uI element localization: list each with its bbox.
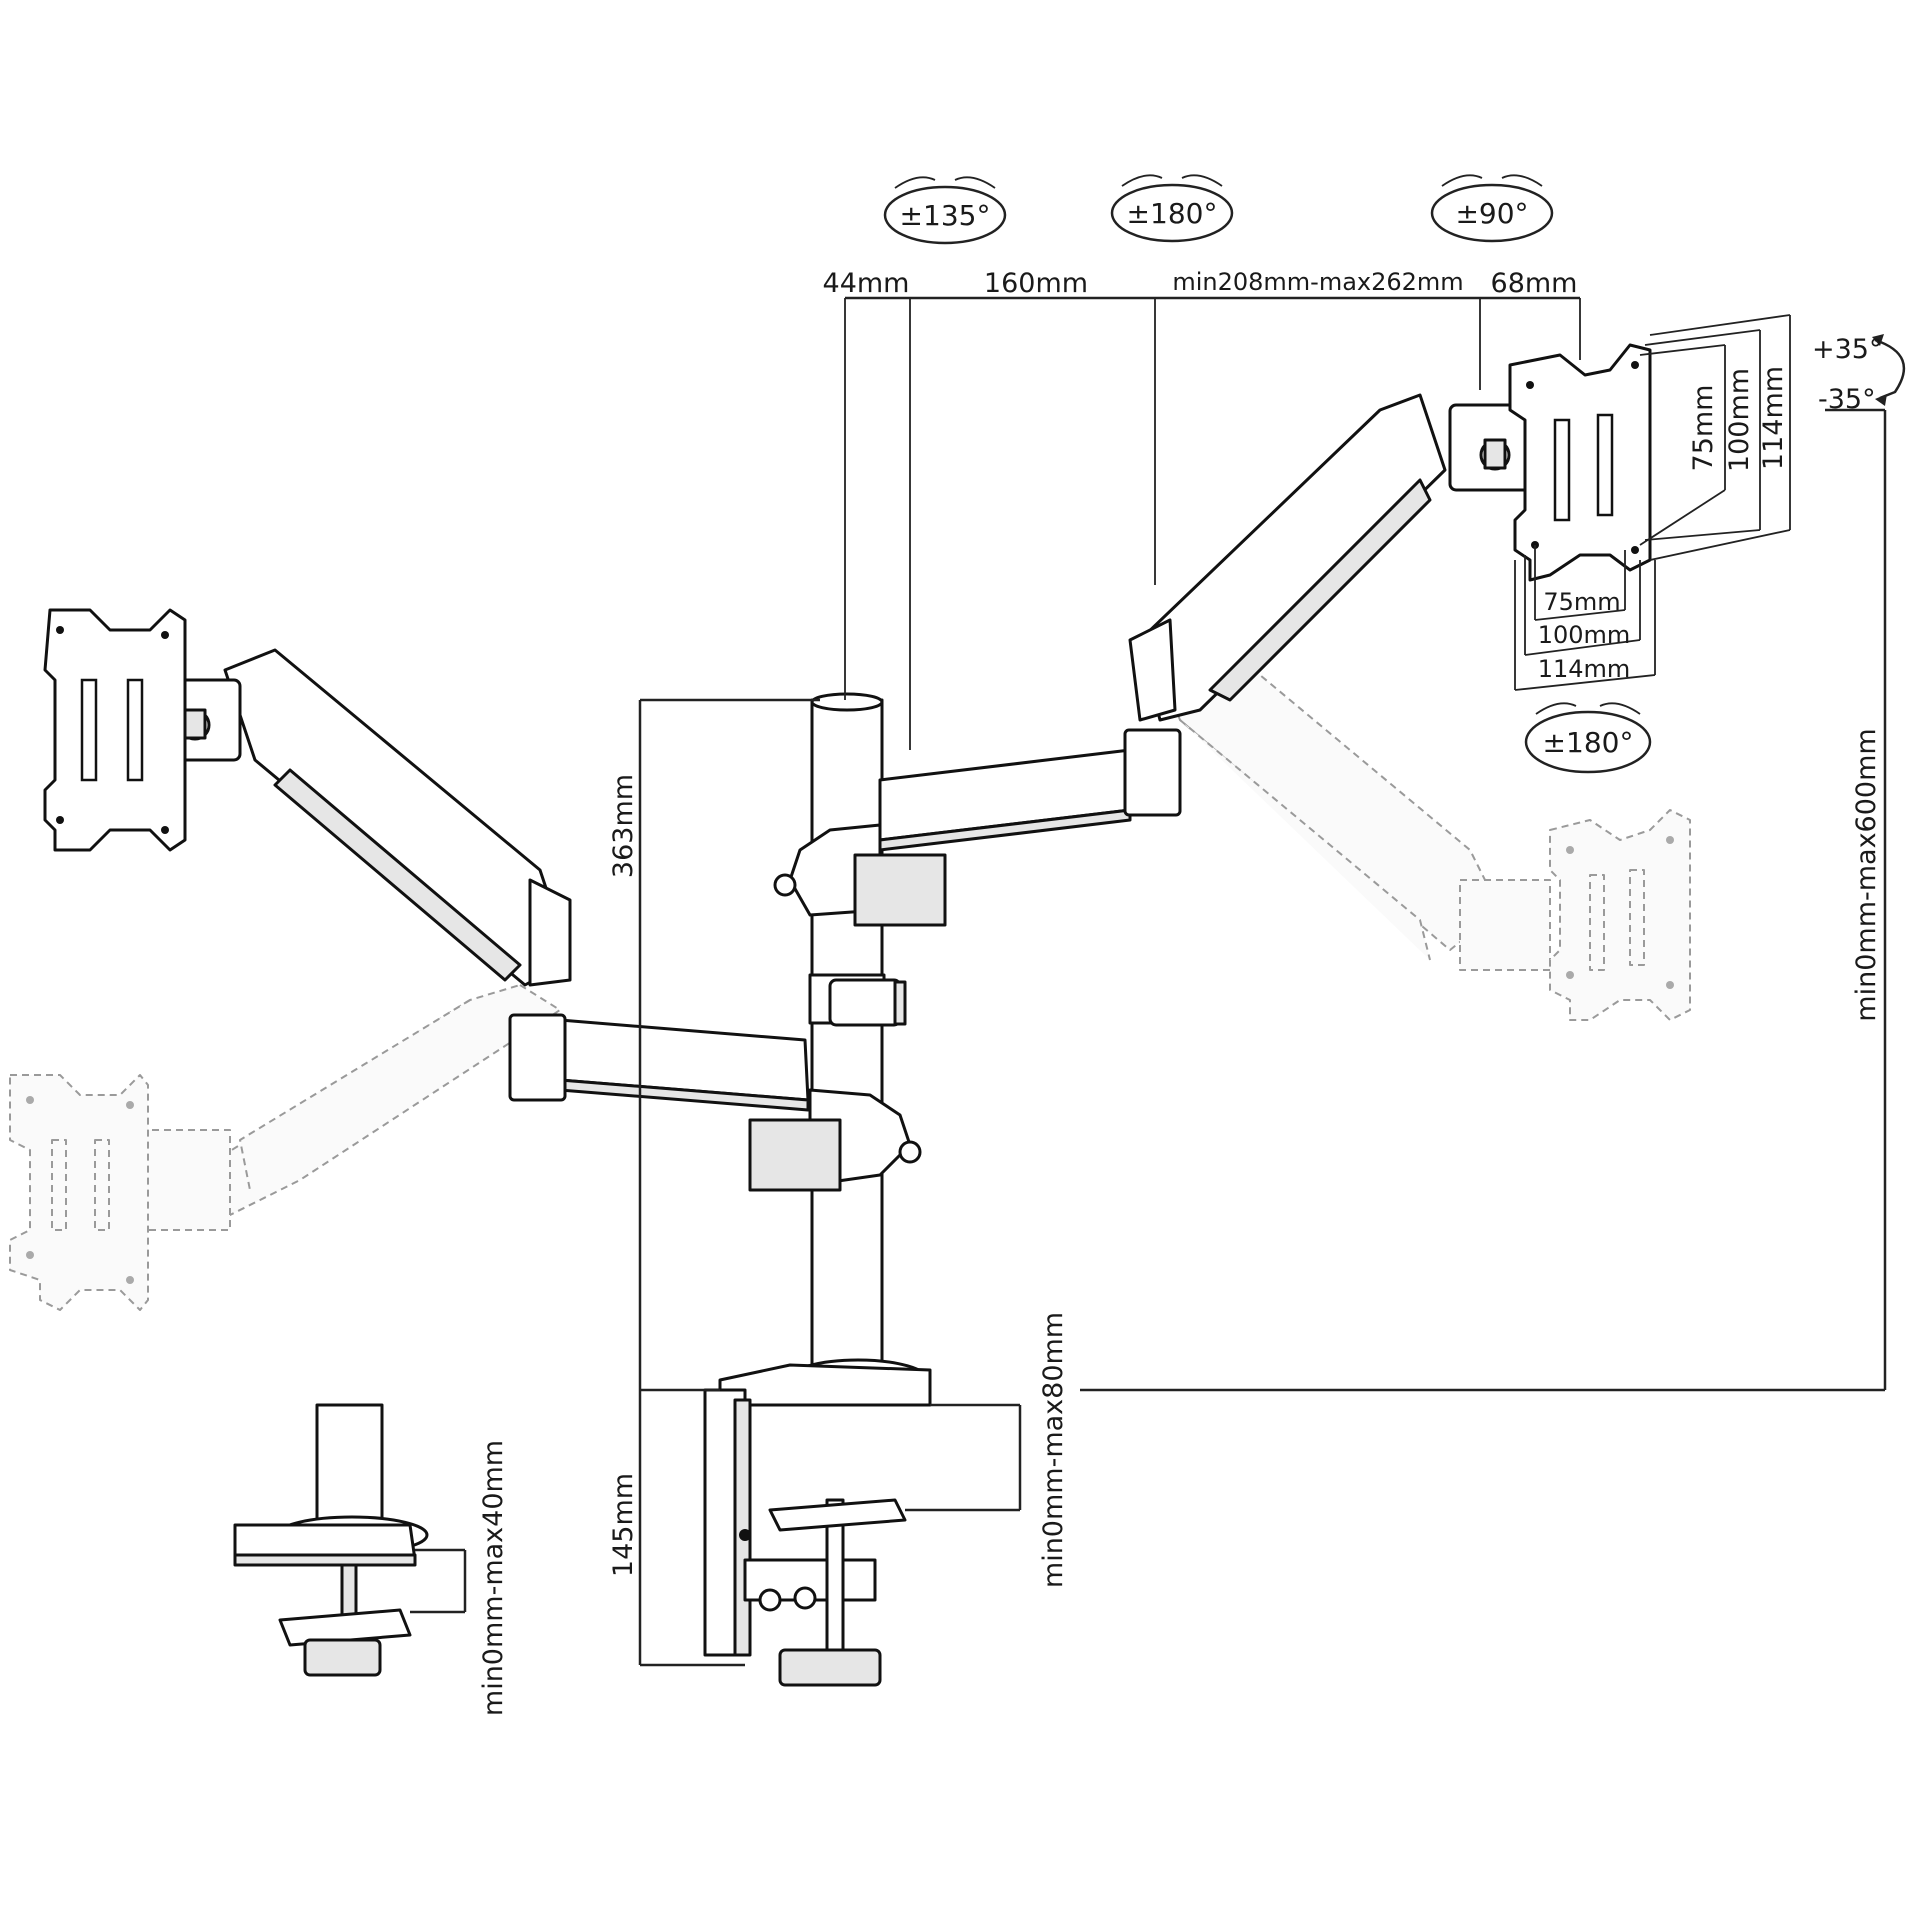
dim-pole-offset: 44mm: [823, 268, 910, 299]
rotation-badge-arm-elbow: ±180°: [1110, 174, 1234, 243]
upper-arm-right-gas-spring: [1128, 393, 1447, 722]
dim-inner-arm: 160mm: [984, 268, 1088, 299]
lower-arm-right-hub: [773, 823, 947, 927]
dim-clamp-desk-thickness: min0mm-max80mm: [1038, 1312, 1069, 1588]
dim-outer-arm: min208mm-max262mm: [1172, 268, 1463, 296]
vesa-v75-vertical: 75mm: [1688, 385, 1719, 472]
vesa-v114-horizontal: 114mm: [1538, 655, 1631, 683]
vesa-v75-horizontal: 75mm: [1543, 588, 1620, 616]
dim-pole-height: 363mm: [608, 774, 639, 878]
rotation-label-head-swivel: ±90°: [1455, 197, 1528, 230]
dimension-text: 44mm 160mm min208mm-max262mm 68mm 363mm …: [478, 268, 1882, 1716]
support-pole: [808, 692, 886, 1382]
dim-head-depth: 68mm: [1491, 268, 1578, 299]
vesa-v100-vertical: 100mm: [1724, 368, 1755, 472]
dimension-lines: [410, 296, 1887, 1667]
vesa-v114-vertical: 114mm: [1758, 366, 1789, 470]
rotation-label-arm-base: ±135°: [900, 199, 991, 232]
ghost-left-arm: [139, 984, 561, 1231]
tilt-indicator: +35° -35°: [1812, 334, 1906, 415]
tilt-label-down: -35°: [1818, 384, 1876, 415]
lower-arm-left-hub: [748, 1088, 922, 1192]
left-vesa-plate: [43, 608, 187, 852]
grommet-mount-inset: [233, 1403, 429, 1677]
right-tilt-head: [1448, 403, 1532, 492]
rotation-label-arm-elbow: ±180°: [1127, 197, 1218, 230]
rotation-badge-head-swivel: ±90°: [1430, 174, 1554, 243]
dim-clamp-height: 145mm: [608, 1473, 639, 1577]
desk-clamp: [703, 1358, 932, 1687]
dim-grommet-desk-thickness: min0mm-max40mm: [478, 1440, 509, 1716]
dim-height-range: min0mm-max600mm: [1851, 728, 1882, 1021]
vesa-v100-horizontal: 100mm: [1538, 621, 1631, 649]
rotation-label-head-rotate: ±180°: [1543, 726, 1634, 759]
upper-arm-left-gas-spring: [223, 648, 572, 987]
cable-clip: [828, 978, 907, 1027]
ghost-right-arm: [1149, 624, 1551, 971]
rotation-badge-arm-base: ±135°: [883, 176, 1007, 245]
ghost-left-vesa-plate: [9, 1074, 149, 1311]
ghost-right-vesa-plate: [1549, 809, 1691, 1021]
tilt-label-up: +35°: [1812, 334, 1882, 365]
right-vesa-plate: [1508, 343, 1652, 582]
lower-arm-right-link: [878, 728, 1182, 852]
lower-arm-left-link: [508, 1013, 810, 1112]
rotation-badge-head-rotate: ±180°: [1524, 702, 1652, 774]
